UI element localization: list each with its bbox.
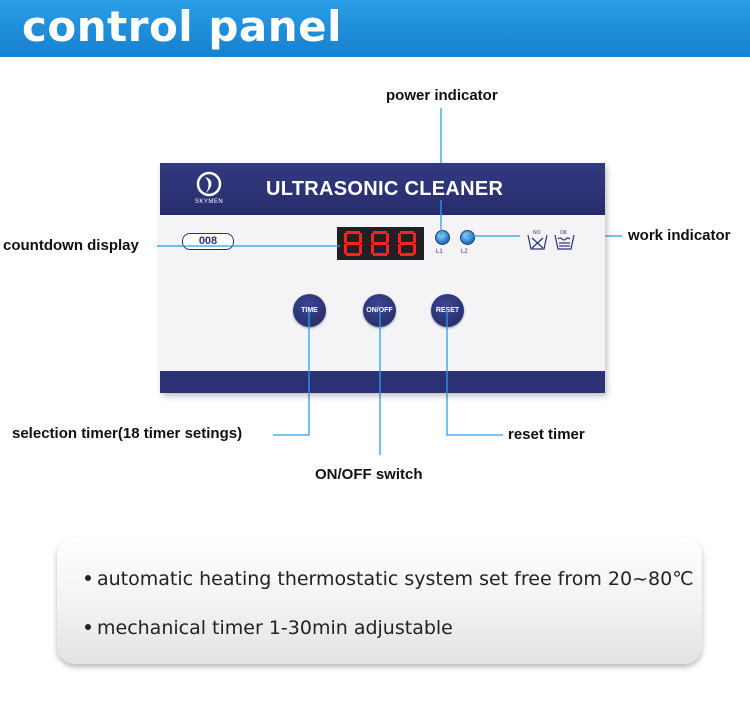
bullet-icon: [85, 623, 91, 630]
display-digit: 8: [344, 231, 362, 256]
panel-footer-band: [160, 371, 605, 393]
selection-timer-label: selection timer(18 timer setings): [12, 425, 243, 442]
panel-header-band: SKYMEN ULTRASONIC CLEANER: [160, 163, 605, 215]
feature-note-text: mechanical timer 1-30min adjustable: [97, 617, 453, 639]
feature-note: mechanical timer 1-30min adjustable: [85, 617, 453, 639]
header-banner: control panel: [0, 0, 750, 57]
display-digit: 8: [398, 231, 416, 256]
wash-label-ok: OK: [560, 230, 568, 236]
work-indicator-label: work indicator: [628, 227, 731, 244]
wash-label-no: NO: [533, 230, 541, 236]
page-title: control panel: [22, 2, 343, 51]
feature-notes-box: automatic heating thermostatic system se…: [57, 537, 702, 664]
on-off-switch-label: ON/OFF switch: [315, 466, 423, 483]
led-label-l2: L2: [461, 249, 468, 255]
work-indicator-light: [460, 230, 475, 245]
brand-logo-icon: [196, 171, 222, 197]
feature-note-text: automatic heating thermostatic system se…: [97, 568, 694, 590]
wash-status-icon: NO OK: [527, 230, 575, 250]
feature-note: automatic heating thermostatic system se…: [85, 568, 694, 590]
countdown-display: 8 8 8: [337, 227, 424, 260]
reset-timer-label: reset timer: [508, 426, 585, 443]
led-label-l1: L1: [436, 249, 443, 255]
brand-name: SKYMEN: [194, 199, 224, 205]
bullet-icon: [85, 574, 91, 581]
display-digit: 8: [371, 231, 389, 256]
power-indicator-light: [435, 230, 450, 245]
product-name: ULTRASONIC CLEANER: [266, 178, 504, 200]
countdown-display-label: countdown display: [3, 237, 139, 254]
power-indicator-label: power indicator: [386, 87, 498, 104]
